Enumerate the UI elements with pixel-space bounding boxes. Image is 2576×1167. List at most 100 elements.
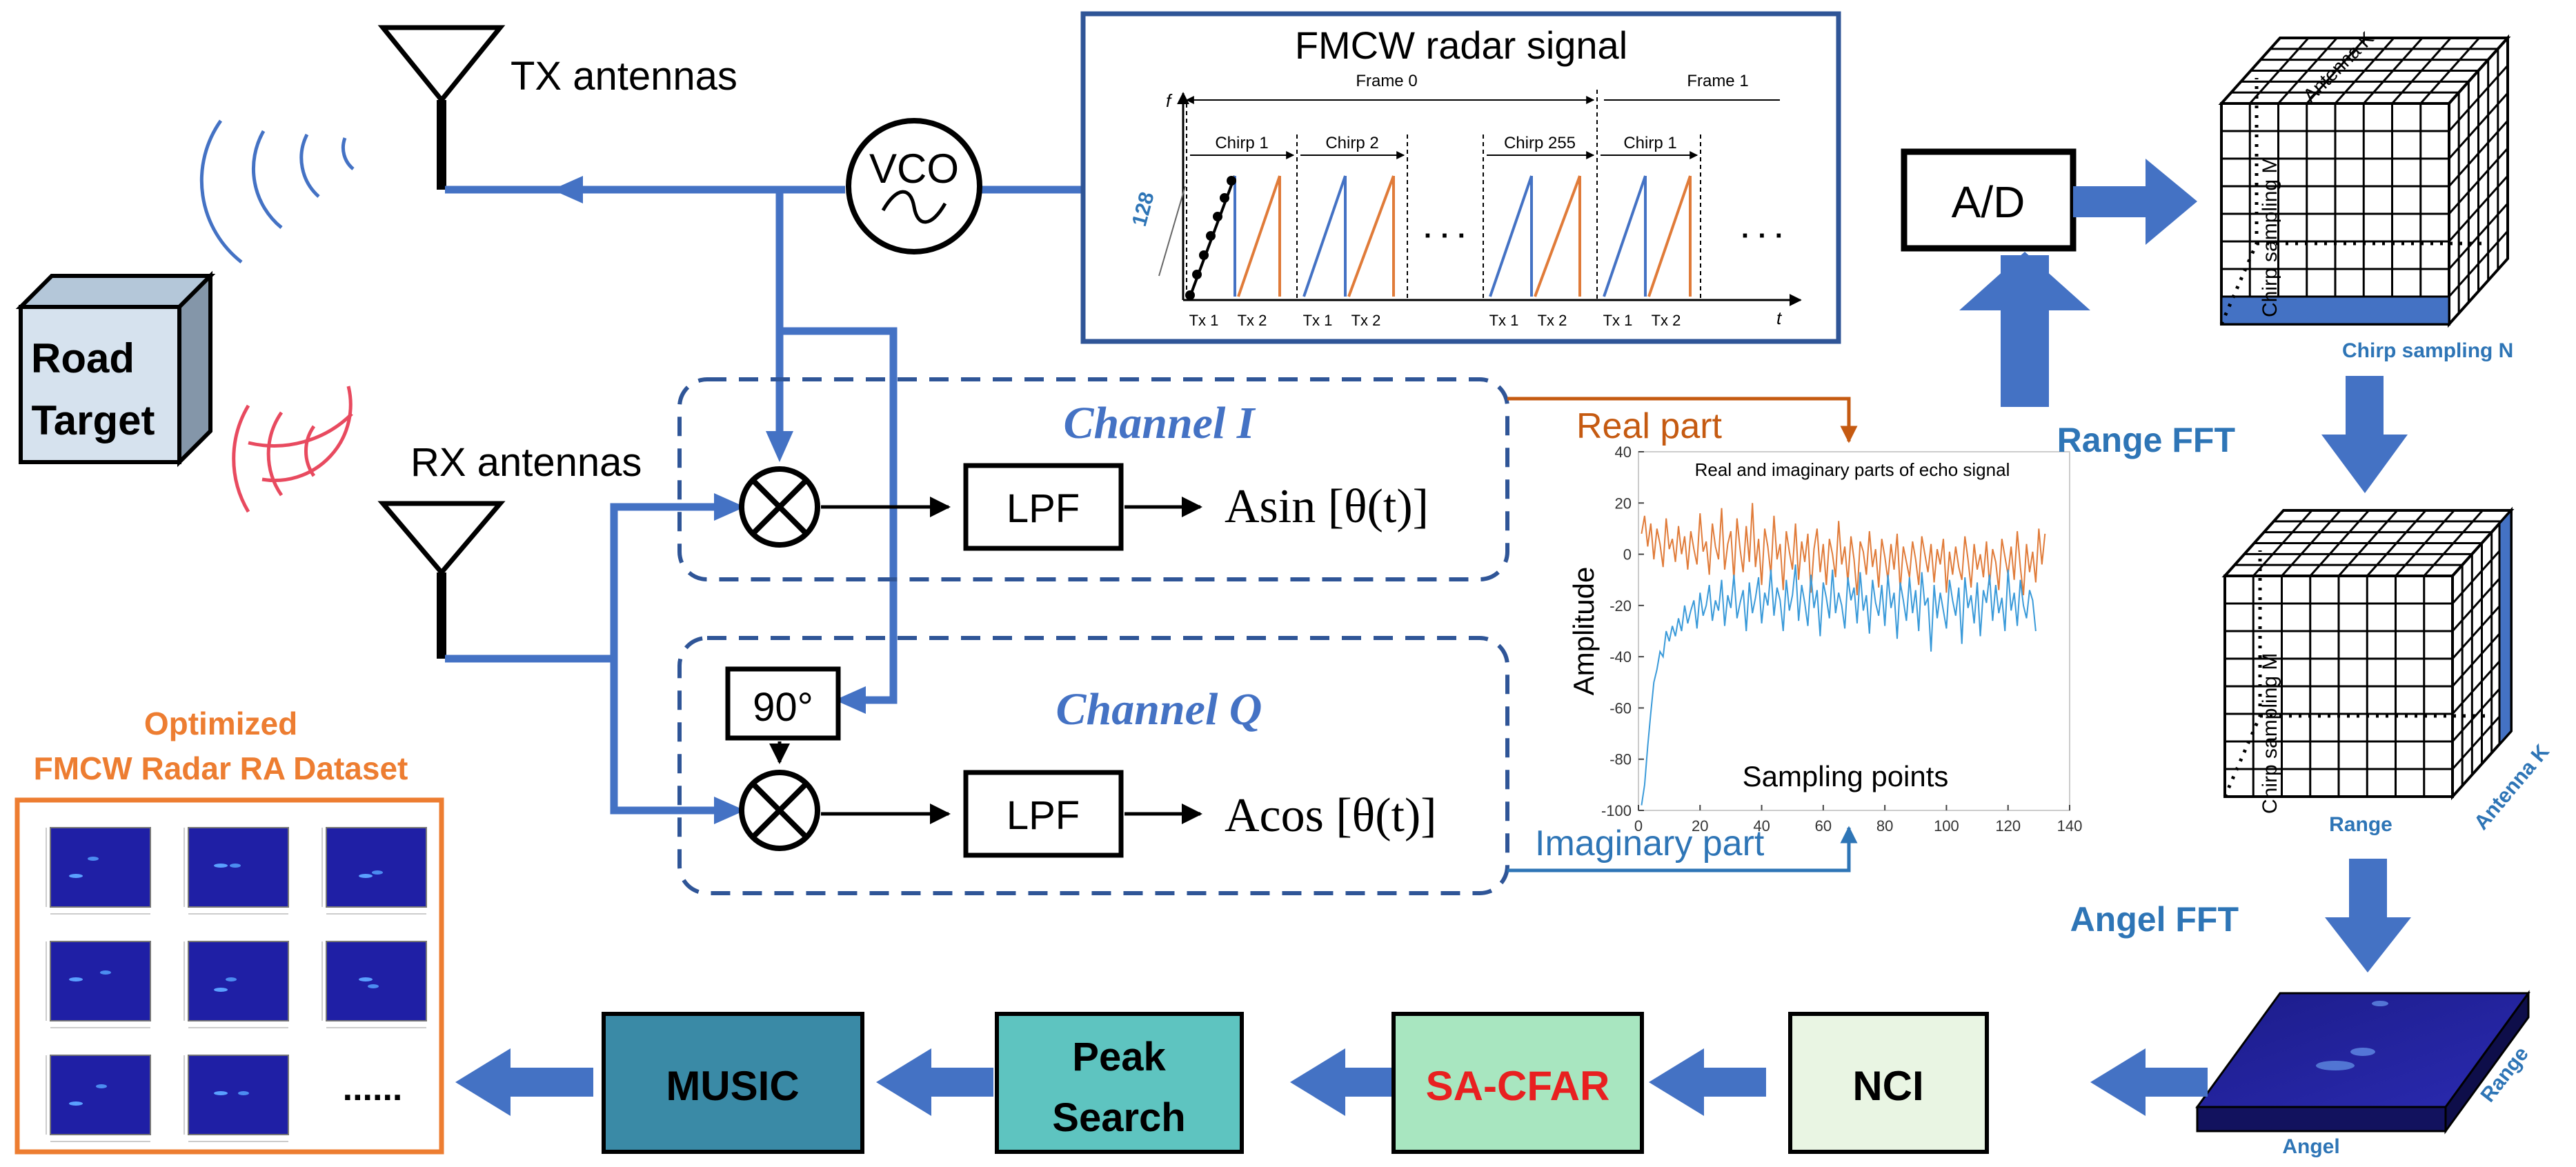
cube2-range-label: Range	[2329, 813, 2392, 836]
imag-part-connector	[1507, 826, 1858, 872]
cube1-chirp-n-label: Chirp sampling N	[2342, 339, 2513, 362]
dataset-title-2: FMCW Radar RA Dataset	[34, 750, 408, 786]
frame1-label: Frame 1	[1687, 72, 1748, 90]
x-tick-label: 120	[1995, 817, 2021, 835]
dataset-thumbnail	[184, 1055, 289, 1142]
dataset-thumbnails	[46, 827, 427, 1142]
tx-label: Tx 1	[1189, 312, 1219, 329]
sacfar-label: SA-CFAR	[1426, 1063, 1610, 1109]
range-fft-arrow	[2346, 376, 2384, 438]
tx-antennas-label: TX antennas	[511, 54, 737, 99]
lpf-q-block	[963, 770, 1124, 858]
output-i-label: Asin [θ(t)]	[1225, 480, 1429, 533]
angel-fft-arrow	[2349, 859, 2387, 921]
fmcw-ellipsis-2: · · ·	[1741, 221, 1784, 251]
x-tick-label: 60	[1815, 817, 1832, 835]
y-tick-label: -80	[1609, 751, 1632, 768]
tx-arrowhead	[552, 176, 583, 203]
ad-block	[1901, 148, 2077, 252]
fmcw-t-axis-label: t	[1776, 308, 1783, 328]
sacfar-block	[1391, 1012, 1644, 1154]
chirp-label: Chirp 2	[1325, 134, 1378, 152]
peak-search-label: Peak	[1072, 1035, 1166, 1079]
dataset-thumbnail	[46, 941, 151, 1028]
x-tick-label: 0	[1634, 817, 1643, 835]
sample-dots	[1185, 176, 1236, 300]
x-tick-label: 100	[1934, 817, 1959, 835]
channel-i-panel: Channel I LPF Asin [θ(t)]	[677, 377, 1509, 581]
road-target-label-2: Target	[32, 397, 155, 443]
y-tick-label: 40	[1615, 443, 1632, 461]
nci-label: NCI	[1852, 1063, 1923, 1109]
rx-arrowhead-i	[714, 493, 745, 521]
ad-arrowhead	[2146, 159, 2197, 245]
ad-label: A/D	[1952, 177, 2025, 227]
tx-wave-icon	[199, 119, 355, 263]
nci-block	[1788, 1012, 1989, 1154]
x-tick-label: 80	[1876, 817, 1893, 835]
y-tick-label: 0	[1623, 546, 1632, 563]
peak-search-label-2: Search	[1052, 1095, 1185, 1140]
tx-label: Tx 2	[1351, 312, 1381, 329]
tx-antenna-icon	[377, 25, 506, 190]
tx-label: Tx 2	[1238, 312, 1267, 329]
chirp-label: Chirp 1	[1215, 134, 1268, 152]
dataset-thumbnail	[184, 827, 289, 915]
lpf-i-label: LPF	[1007, 486, 1080, 531]
rx-antennas-label: RX antennas	[410, 440, 642, 485]
x-tick-label: 140	[2057, 817, 2083, 835]
rx-wave-icon	[248, 386, 353, 483]
tx-label: Tx 1	[1603, 312, 1633, 329]
dataset-thumbnail	[46, 827, 151, 915]
y-tick-label: -40	[1609, 648, 1632, 666]
cube1-chirp-m-label: Chirp sampling M	[2259, 157, 2281, 317]
dataset-thumbnail	[321, 941, 427, 1028]
ra-angel-label: Angel	[2282, 1135, 2339, 1158]
series-line	[1641, 564, 2037, 806]
vco-block: VCO	[846, 118, 982, 255]
rx-arrowhead-q	[714, 797, 745, 824]
chirp-label: Chirp 1	[1623, 134, 1676, 152]
rx-antenna-icon	[377, 501, 506, 659]
y-tick-label: -100	[1601, 802, 1632, 819]
ad-arrow-shaft	[2073, 186, 2152, 217]
real-part-connector	[1507, 397, 1858, 443]
y-tick-label: -60	[1609, 699, 1632, 717]
ra-map	[2195, 990, 2530, 1135]
tx-label: Tx 2	[1652, 312, 1681, 329]
music-block	[602, 1012, 864, 1154]
lpf-q-label: LPF	[1007, 793, 1080, 838]
series-line	[1641, 503, 2046, 596]
tx-label: Tx 1	[1303, 312, 1333, 329]
chart-plot-area	[1638, 451, 2070, 811]
road-target-label: Road	[31, 335, 135, 381]
phase-shift-label: 90°	[753, 685, 813, 730]
vco-label: VCO	[869, 146, 959, 192]
road-target-box: Road Target	[15, 270, 216, 468]
output-q-label: Acos [θ(t)]	[1225, 789, 1437, 842]
dataset-ellipsis: ......	[343, 1068, 403, 1108]
x-tick-label: 20	[1692, 817, 1708, 835]
pipeline-arrows	[455, 1048, 2208, 1116]
y-tick-label: -20	[1609, 597, 1632, 615]
tx-label: Tx 1	[1489, 312, 1519, 329]
dataset-thumbnail	[184, 941, 289, 1028]
dataset-thumbnail	[321, 827, 427, 915]
fmcw-signal-panel: FMCW radar signal f t Frame 0 Frame 1 Ch…	[1080, 11, 1841, 344]
range-fft-label: Range FFT	[2057, 421, 2235, 459]
fmcw-title: FMCW radar signal	[1295, 23, 1627, 67]
cube2-chirp-m-label: Chirp sampling M	[2259, 653, 2281, 814]
peak-search-block	[995, 1012, 1244, 1154]
dataset-title-1: Optimized	[144, 706, 297, 741]
x-tick-label: 40	[1753, 817, 1770, 835]
channel-q-panel: Channel Q 90° LPF Acos [θ(t)]	[677, 636, 1509, 895]
tx-label: Tx 2	[1538, 312, 1567, 329]
fmcw-ellipsis: · · ·	[1424, 221, 1467, 251]
data-cube-2	[2221, 506, 2515, 801]
chart-title: Real and imaginary parts of echo signal	[1695, 459, 2010, 480]
channel-q-label: Channel Q	[1056, 684, 1262, 735]
lo-arrowhead-q	[835, 686, 866, 714]
phase-shift-block	[725, 666, 841, 741]
